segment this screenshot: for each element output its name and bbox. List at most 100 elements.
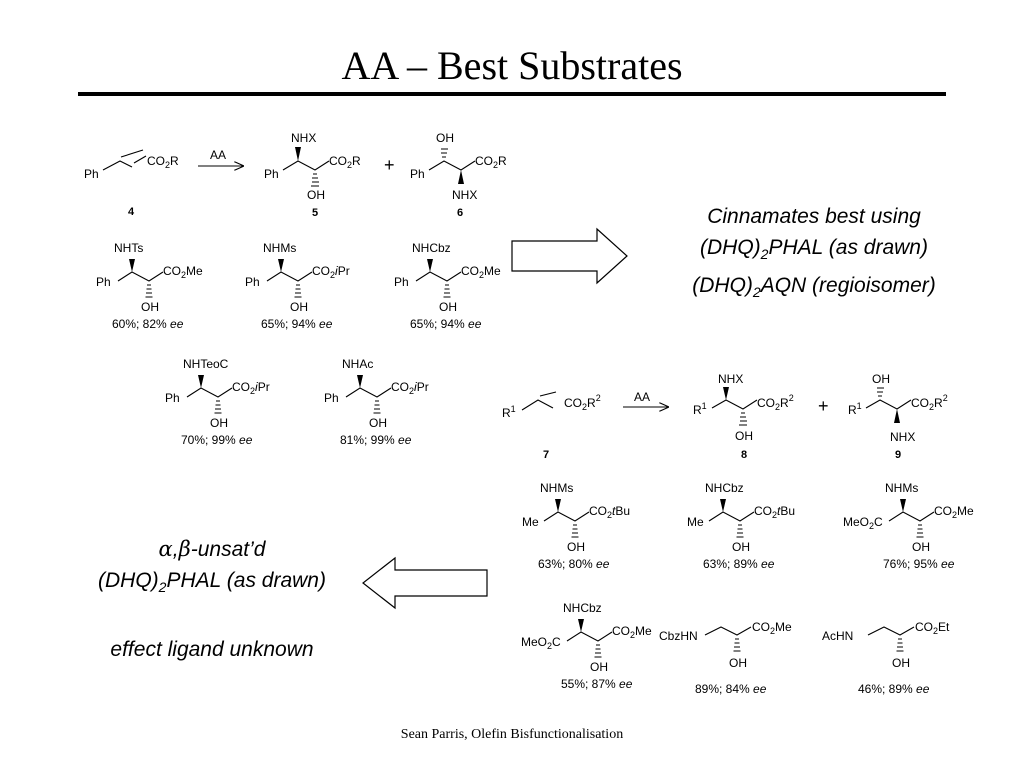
example-alkyl-4-nitrogen: NHCbz: [563, 601, 602, 615]
example-alkyl-1-hydroxyl: OH: [567, 540, 585, 554]
example-alkyl-6-yield: 46%; 89% ee: [858, 682, 930, 696]
svg-text:CO2R2: CO2R2: [757, 393, 794, 412]
example-aryl-2-left: Ph: [245, 275, 260, 289]
example-aryl-5-hydroxyl: OH: [369, 416, 387, 430]
svg-text:OH: OH: [307, 188, 325, 202]
product-5: NHX Ph CO2R OH 5: [264, 131, 361, 219]
example-aryl-2-hydroxyl: OH: [290, 300, 308, 314]
plus-sign-1: +: [384, 155, 395, 175]
svg-text:OH: OH: [735, 429, 753, 443]
example-alkyl-3-left: MeO2C: [843, 515, 883, 531]
product-8: NHX R1 CO2R2 OH 8: [693, 372, 794, 461]
svg-text:R1: R1: [848, 401, 862, 417]
example-alkyl-2-yield: 63%; 89% ee: [703, 557, 775, 571]
substrate-4: Ph CO2R 4: [84, 149, 179, 218]
example-aryl-3-hydroxyl: OH: [439, 300, 457, 314]
example-aryl-4-yield: 70%; 99% ee: [181, 433, 253, 447]
note-cinnamates-line-1: Cinnamates best using: [707, 205, 921, 228]
svg-text:Ph: Ph: [410, 167, 425, 181]
svg-text:5: 5: [312, 207, 318, 219]
svg-text:NHX: NHX: [452, 188, 477, 202]
compound-4-number: 4: [128, 206, 135, 218]
example-alkyl-2-nitrogen: NHCbz: [705, 481, 744, 495]
product-6: OH Ph CO2R NHX 6: [410, 131, 507, 219]
svg-text:OH: OH: [872, 372, 890, 386]
svg-text:CO2R2: CO2R2: [911, 393, 948, 412]
svg-text:6: 6: [457, 207, 463, 219]
example-alkyl-1-left: Me: [522, 515, 539, 529]
big-right-arrow: [511, 227, 628, 285]
example-aryl-1-ester: CO2Me: [163, 264, 203, 280]
example-alkyl-4-yield: 55%; 87% ee: [561, 677, 633, 691]
example-aryl-3-yield: 65%; 94% ee: [410, 317, 482, 331]
svg-text:8: 8: [741, 449, 747, 461]
example-alkyl-5-ester: CO2Me: [752, 620, 792, 636]
note-unsaturated: α,β-unsat’d (DHQ)2PHAL (as drawn) effect…: [52, 534, 372, 665]
example-aryl-4-hydroxyl: OH: [210, 416, 228, 430]
example-alkyl-2-left: Me: [687, 515, 704, 529]
svg-text:R1: R1: [502, 404, 516, 420]
example-aryl-3-left: Ph: [394, 275, 409, 289]
substrate-7: R1 CO2R2 7: [502, 391, 601, 461]
note-unsaturated-line-3: effect ligand unknown: [110, 638, 314, 662]
example-alkyl-4-hydroxyl: OH: [590, 660, 608, 674]
example-aryl-3-ester: CO2Me: [461, 264, 501, 280]
example-aryl-4-left: Ph: [165, 391, 180, 405]
example-alkyl-2-ester: CO2tBu: [754, 504, 795, 520]
example-aryl-5-yield: 81%; 99% ee: [340, 433, 412, 447]
svg-text:CO2R: CO2R: [147, 154, 179, 170]
example-aryl-4-ester: CO2iPr: [232, 380, 270, 396]
aa-arrow-1: AA: [198, 148, 243, 166]
example-alkyl-5-yield: 89%; 84% ee: [695, 682, 767, 696]
example-aryl-5-ester: CO2iPr: [391, 380, 429, 396]
svg-text:AA: AA: [634, 390, 650, 404]
example-alkyl-6-ester: CO2Et: [915, 620, 950, 636]
example-alkyl-5-amide: CbzHN: [659, 629, 698, 643]
example-alkyl-3-hydroxyl: OH: [912, 540, 930, 554]
svg-text:CO2R2: CO2R2: [564, 393, 601, 412]
slide-footer: Sean Parris, Olefin Bisfunctionalisation: [400, 727, 624, 742]
note-cinnamates-line-2: (DHQ)2PHAL (as drawn): [700, 236, 928, 263]
example-aryl-1-nitrogen: NHTs: [114, 241, 143, 255]
example-alkyl-4-ester: CO2Me: [612, 624, 652, 640]
note-cinnamates: Cinnamates best using (DHQ)2PHAL (as dra…: [654, 201, 974, 308]
example-alkyl-3-ester: CO2Me: [934, 504, 974, 520]
svg-text:NHX: NHX: [718, 372, 743, 386]
example-aryl-2-nitrogen: NHMs: [263, 241, 296, 255]
svg-text:R1: R1: [693, 401, 707, 417]
example-alkyl-4-left: MeO2C: [521, 635, 561, 651]
example-aryl-3-nitrogen: NHCbz: [412, 241, 451, 255]
substrate-4-ph: Ph: [84, 167, 99, 181]
example-alkyl-1-yield: 63%; 80% ee: [538, 557, 610, 571]
example-aryl-1-yield: 60%; 82% ee: [112, 317, 184, 331]
example-aryl-2-ester: CO2iPr: [312, 264, 350, 280]
svg-text:CO2R: CO2R: [329, 154, 361, 170]
svg-text:OH: OH: [436, 131, 454, 145]
example-alkyl-2-hydroxyl: OH: [732, 540, 750, 554]
example-alkyl-6-hydroxyl: OH: [892, 656, 910, 670]
svg-text:7: 7: [543, 449, 549, 461]
svg-text:9: 9: [895, 449, 901, 461]
svg-text:Ph: Ph: [264, 167, 279, 181]
example-alkyl-3-yield: 76%; 95% ee: [883, 557, 955, 571]
product-9: OH R1 CO2R2 NHX 9: [848, 372, 948, 461]
title-divider: [78, 92, 946, 96]
example-aryl-4-nitrogen: NHTeoC: [183, 357, 229, 371]
example-aryl-1-left: Ph: [96, 275, 111, 289]
example-aryl-1-hydroxyl: OH: [141, 300, 159, 314]
note-unsaturated-line-2: (DHQ)2PHAL (as drawn): [98, 569, 326, 596]
svg-text:NHX: NHX: [291, 131, 316, 145]
example-alkyl-5-hydroxyl: OH: [729, 656, 747, 670]
svg-text:AA: AA: [210, 148, 226, 162]
